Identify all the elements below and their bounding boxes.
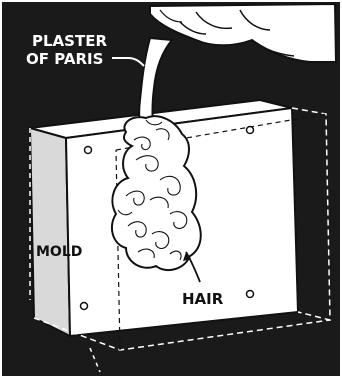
plaster-label-line1: PLASTER [32, 32, 107, 50]
mold-label: MOLD [36, 244, 82, 260]
hair-mass [112, 116, 201, 270]
plaster-label-line2: OF PARIS [26, 50, 103, 68]
hair-label: HAIR [182, 290, 224, 308]
